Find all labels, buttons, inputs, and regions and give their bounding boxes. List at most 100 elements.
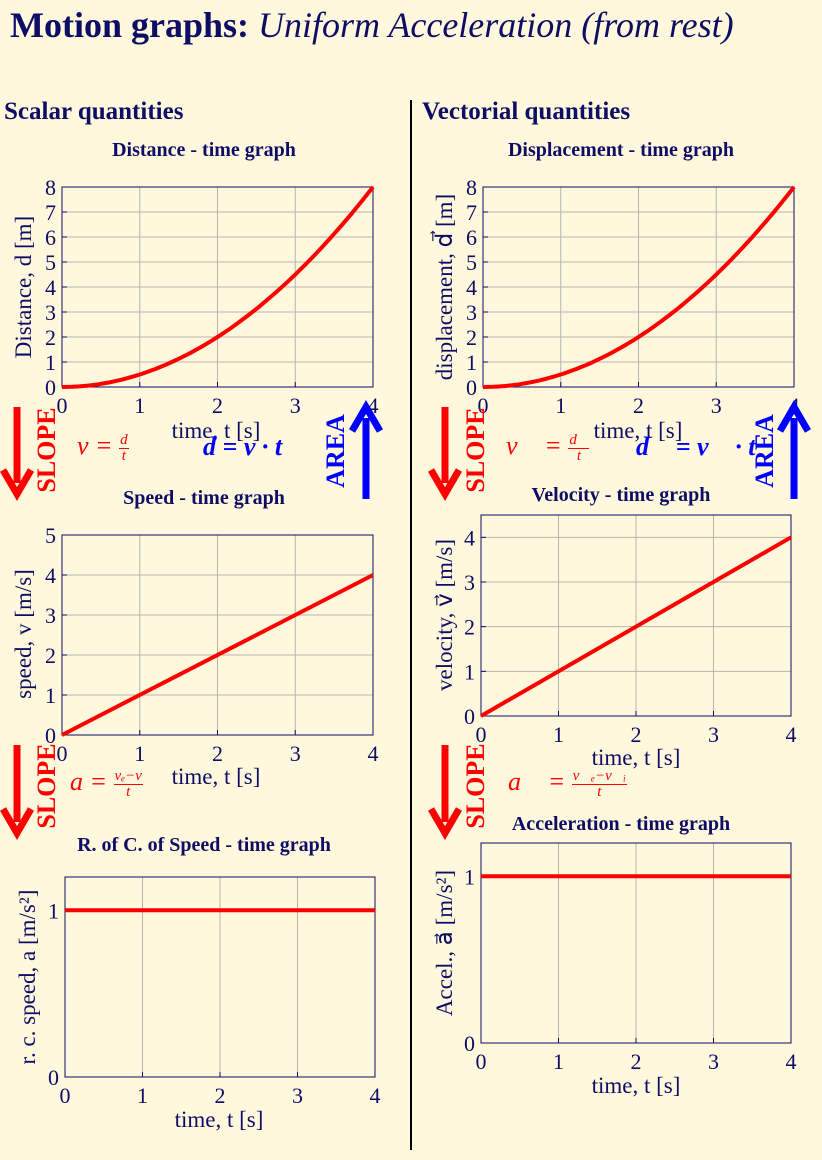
displacement-ytick-label-7: 7 <box>466 200 477 225</box>
distance-xtick-label-0: 0 <box>57 393 68 418</box>
distance-ytick-label-3: 3 <box>45 300 56 325</box>
formula-vv-num: d⃗ <box>568 431 590 449</box>
speed-xtick-label-2: 2 <box>212 741 223 766</box>
area-arrow-right <box>776 400 812 499</box>
speed-ytick-label-4: 4 <box>45 563 56 588</box>
displacement-ytick-label-3: 3 <box>466 300 477 325</box>
formula-dv-area: d⃗ = v⃗ · t <box>636 432 756 461</box>
rcspeed-xtick-label-0: 0 <box>60 1083 71 1108</box>
xlabel-displacement: time, t [s] <box>593 418 683 443</box>
column-divider <box>410 100 412 1150</box>
velocity-ytick-label-3: 3 <box>464 570 475 595</box>
formula-av-den: t <box>597 783 602 800</box>
speed-ytick-label-0: 0 <box>45 723 56 748</box>
displacement-xtick-label-2: 2 <box>633 393 644 418</box>
chart-title-rcspeed: R. of C. of Speed - time graph <box>77 834 331 856</box>
formula-vv-den: t <box>576 447 581 464</box>
column-heading-vectorial: Vectorial quantities <box>422 98 631 125</box>
velocity-xtick-label-2: 2 <box>631 722 642 747</box>
rcspeed-xtick-label-3: 3 <box>292 1083 303 1108</box>
distance-ytick-label-2: 2 <box>45 325 56 350</box>
speed-xtick-label-1: 1 <box>134 741 145 766</box>
formula-v-den: t <box>121 447 126 464</box>
formula-a-lhs: a <box>70 767 83 796</box>
distance-ytick-label-4: 4 <box>45 275 56 300</box>
displacement-series-line <box>482 185 796 389</box>
formula-a-num: vₑ−v <box>113 767 143 785</box>
formula-vv-lhs: v⃗ <box>506 431 538 460</box>
displacement-xtick-label-0: 0 <box>478 393 489 418</box>
chart-title-accel: Acceleration - time graph <box>511 813 731 835</box>
chart-title-distance: Distance - time graph <box>112 139 296 161</box>
rcspeed-xtick-label-4: 4 <box>370 1083 381 1108</box>
formula-av-num: v⃗ₑ−v⃗ᵢ <box>571 767 627 785</box>
area-arrow-left <box>348 400 384 499</box>
formula-a-den: t <box>126 783 131 800</box>
velocity-ytick-label-2: 2 <box>464 615 475 640</box>
displacement-ytick-label-8: 8 <box>466 175 477 200</box>
rcspeed-xtick-label-1: 1 <box>137 1083 148 1108</box>
displacement-ytick-label-1: 1 <box>466 350 477 375</box>
slope-label-right-1: SLOPE <box>461 407 490 493</box>
distance-ytick-label-5: 5 <box>45 250 56 275</box>
accel-xtick-label-1: 1 <box>553 1049 564 1074</box>
velocity-ytick-label-4: 4 <box>464 525 475 550</box>
speed-xtick-label-0: 0 <box>57 741 68 766</box>
accel-ytick-label-0: 0 <box>464 1031 475 1056</box>
distance-ytick-label-7: 7 <box>45 200 56 225</box>
formula-d-area: d = v · t <box>203 432 283 461</box>
slope-arrow-left-2 <box>0 745 35 840</box>
velocity-xtick-label-3: 3 <box>708 722 719 747</box>
displacement-xtick-label-1: 1 <box>555 393 566 418</box>
distance-xtick-label-2: 2 <box>212 393 223 418</box>
speed-xtick-label-4: 4 <box>368 741 379 766</box>
rcspeed-ytick-label-1: 1 <box>48 898 59 923</box>
distance-ytick-label-6: 6 <box>45 225 56 250</box>
speed-series-line <box>61 573 374 737</box>
speed-ytick-label-2: 2 <box>45 643 56 668</box>
accel-xtick-label-3: 3 <box>708 1049 719 1074</box>
chart-title-displacement: Displacement - time graph <box>507 139 735 161</box>
distance-xtick-label-3: 3 <box>290 393 301 418</box>
xlabel-distance: time, t [s] <box>171 418 261 443</box>
speed-ytick-label-5: 5 <box>45 523 56 548</box>
slope-arrow-right-2 <box>427 745 463 840</box>
chart-title-speed: Speed - time graph <box>123 487 285 509</box>
distance-ytick-label-8: 8 <box>45 175 56 200</box>
rcspeed-xtick-label-2: 2 <box>215 1083 226 1108</box>
area-label-left: AREA <box>321 414 350 488</box>
velocity-ytick-label-1: 1 <box>464 659 475 684</box>
velocity-xtick-label-1: 1 <box>553 722 564 747</box>
displacement-ytick-label-2: 2 <box>466 325 477 350</box>
slope-label-left-2: SLOPE <box>32 743 61 829</box>
distance-ytick-label-0: 0 <box>45 375 56 400</box>
accel-xtick-label-4: 4 <box>786 1049 797 1074</box>
displacement-ytick-label-4: 4 <box>466 275 477 300</box>
accel-xtick-label-0: 0 <box>476 1049 487 1074</box>
slope-label-right-2: SLOPE <box>461 743 490 829</box>
rcspeed-ytick-label-0: 0 <box>48 1065 59 1090</box>
displacement-xtick-label-3: 3 <box>711 393 722 418</box>
distance-xtick-label-4: 4 <box>368 393 379 418</box>
formula-av-lhs: a⃗ <box>508 767 542 796</box>
xlabel-speed: time, t [s] <box>171 764 261 789</box>
chart-title-velocity: Velocity - time graph <box>531 484 711 506</box>
slope-label-left-1: SLOPE <box>32 407 61 493</box>
formula-vv-slope: v⃗ = d⃗t <box>506 431 590 464</box>
slope-arrow-left-1 <box>0 407 35 501</box>
speed-xtick-label-3: 3 <box>290 741 301 766</box>
formula-v-num: d <box>119 431 129 449</box>
distance-ytick-label-1: 1 <box>45 350 56 375</box>
accel-xtick-label-2: 2 <box>631 1049 642 1074</box>
xlabel-rcspeed: time, t [s] <box>174 1107 264 1132</box>
velocity-ytick-label-0: 0 <box>464 704 475 729</box>
page-title-italic: Uniform Acceleration (from rest) <box>258 5 734 45</box>
displacement-ytick-label-0: 0 <box>466 375 477 400</box>
displacement-ytick-label-5: 5 <box>466 250 477 275</box>
xlabel-velocity: time, t [s] <box>591 745 681 770</box>
